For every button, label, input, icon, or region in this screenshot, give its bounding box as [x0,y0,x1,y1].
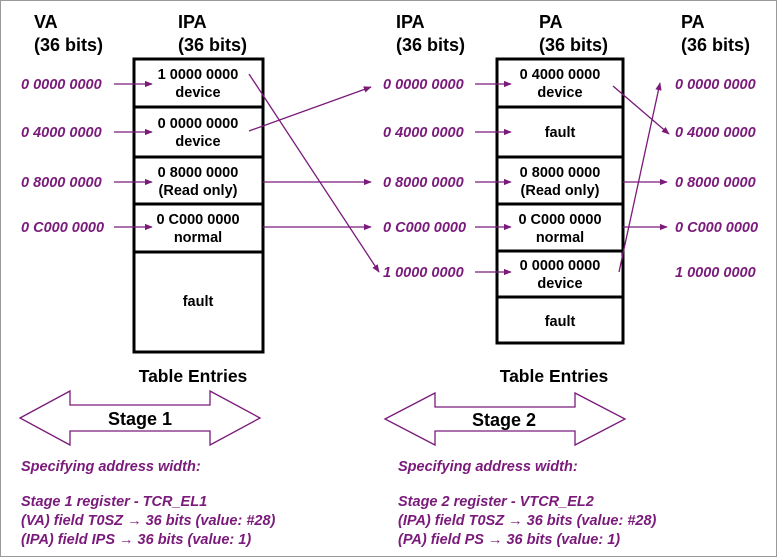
stage1-entry-attribute: device [175,85,220,101]
mapping-arrow [618,82,662,273]
stage1-note-va-field: (VA) field T0SZ → 36 bits (value: #28) [21,513,276,529]
ipa-header-stage1-bits: (36 bits) [178,35,247,55]
stage1-entry-address: 1 0000 0000 [158,67,239,83]
ipa-address: 1 0000 0000 [383,265,464,281]
pa-address: 1 0000 0000 [675,265,756,281]
stage1-entry-fault: fault [183,294,214,310]
stage1-note-ipa-field: (IPA) field IPS → 36 bits (value: 1) [21,532,251,548]
stage1-note-heading: Specifying address width: [21,459,201,475]
pa-header-output: PA [681,12,705,32]
va-address: 0 8000 0000 [21,175,102,191]
stage1-entry-attribute: device [175,134,220,150]
ipa-address: 0 8000 0000 [383,175,464,191]
pa-address: 0 0000 0000 [675,77,756,93]
ipa-header-stage2-bits: (36 bits) [396,35,465,55]
stage2-entry-attribute: normal [536,230,584,246]
stage2-table-frame [495,57,625,345]
ipa-address: 0 4000 0000 [383,125,464,141]
stage1-note-register: Stage 1 register - TCR_EL1 [21,494,207,510]
pa-address: 0 4000 0000 [675,125,756,141]
pa-header-output-bits: (36 bits) [681,35,750,55]
stage1-table-caption: Table Entries [139,366,248,386]
ipa-header-stage1: IPA [178,12,207,32]
stage1-entry-attribute: (Read only) [159,183,238,199]
stage1-entry-address: 0 C000 0000 [156,212,239,228]
stage2-note-heading: Specifying address width: [398,459,578,475]
mapping-arrow [248,86,372,132]
stage1-label: Stage 1 [108,409,172,429]
stage2-label: Stage 2 [472,410,536,430]
pa-header-table-bits: (36 bits) [539,35,608,55]
pa-address: 0 8000 0000 [675,175,756,191]
stage2-entry-address: 0 C000 0000 [518,212,601,228]
stage1-entry-address: 0 0000 0000 [158,116,239,132]
pa-header-table: PA [539,12,563,32]
va-header-bits: (36 bits) [34,35,103,55]
stage2-note-pa-field: (PA) field PS → 36 bits (value: 1) [398,532,620,548]
stage2-entry-address: 0 8000 0000 [520,165,601,181]
stage2-entry-fault: fault [545,125,576,141]
stage2-entry-attribute: (Read only) [521,183,600,199]
stage2-entry-fault: fault [545,314,576,330]
mapping-arrow [248,73,380,273]
va-address: 0 C000 0000 [21,220,104,236]
stage1-entry-attribute: normal [174,230,222,246]
ipa-address: 0 C000 0000 [383,220,466,236]
stage1-double-arrow [18,389,262,447]
ipa-header-stage2: IPA [396,12,425,32]
stage2-note-ipa-field: (IPA) field T0SZ → 36 bits (value: #28) [398,513,657,529]
stage2-entry-address: 0 0000 0000 [520,258,601,274]
stage1-entry-address: 0 8000 0000 [158,165,239,181]
pa-address: 0 C000 0000 [675,220,758,236]
va-header: VA [34,12,58,32]
mapping-arrow [612,85,670,135]
ipa-address: 0 0000 0000 [383,77,464,93]
stage2-entry-attribute: device [537,276,582,292]
stage2-double-arrow [383,391,627,447]
stage2-table-caption: Table Entries [500,366,609,386]
va-address: 0 0000 0000 [21,77,102,93]
stage1-table: 1 0000 0000 device 0 0000 0000 device 0 … [132,57,265,354]
stage2-note-register: Stage 2 register - VTCR_EL2 [398,494,594,510]
stage2-entry-attribute: device [537,85,582,101]
stage2-table: 0 4000 0000 device fault 0 8000 0000 (Re… [495,57,625,345]
va-address: 0 4000 0000 [21,125,102,141]
stage2-entry-address: 0 4000 0000 [520,67,601,83]
